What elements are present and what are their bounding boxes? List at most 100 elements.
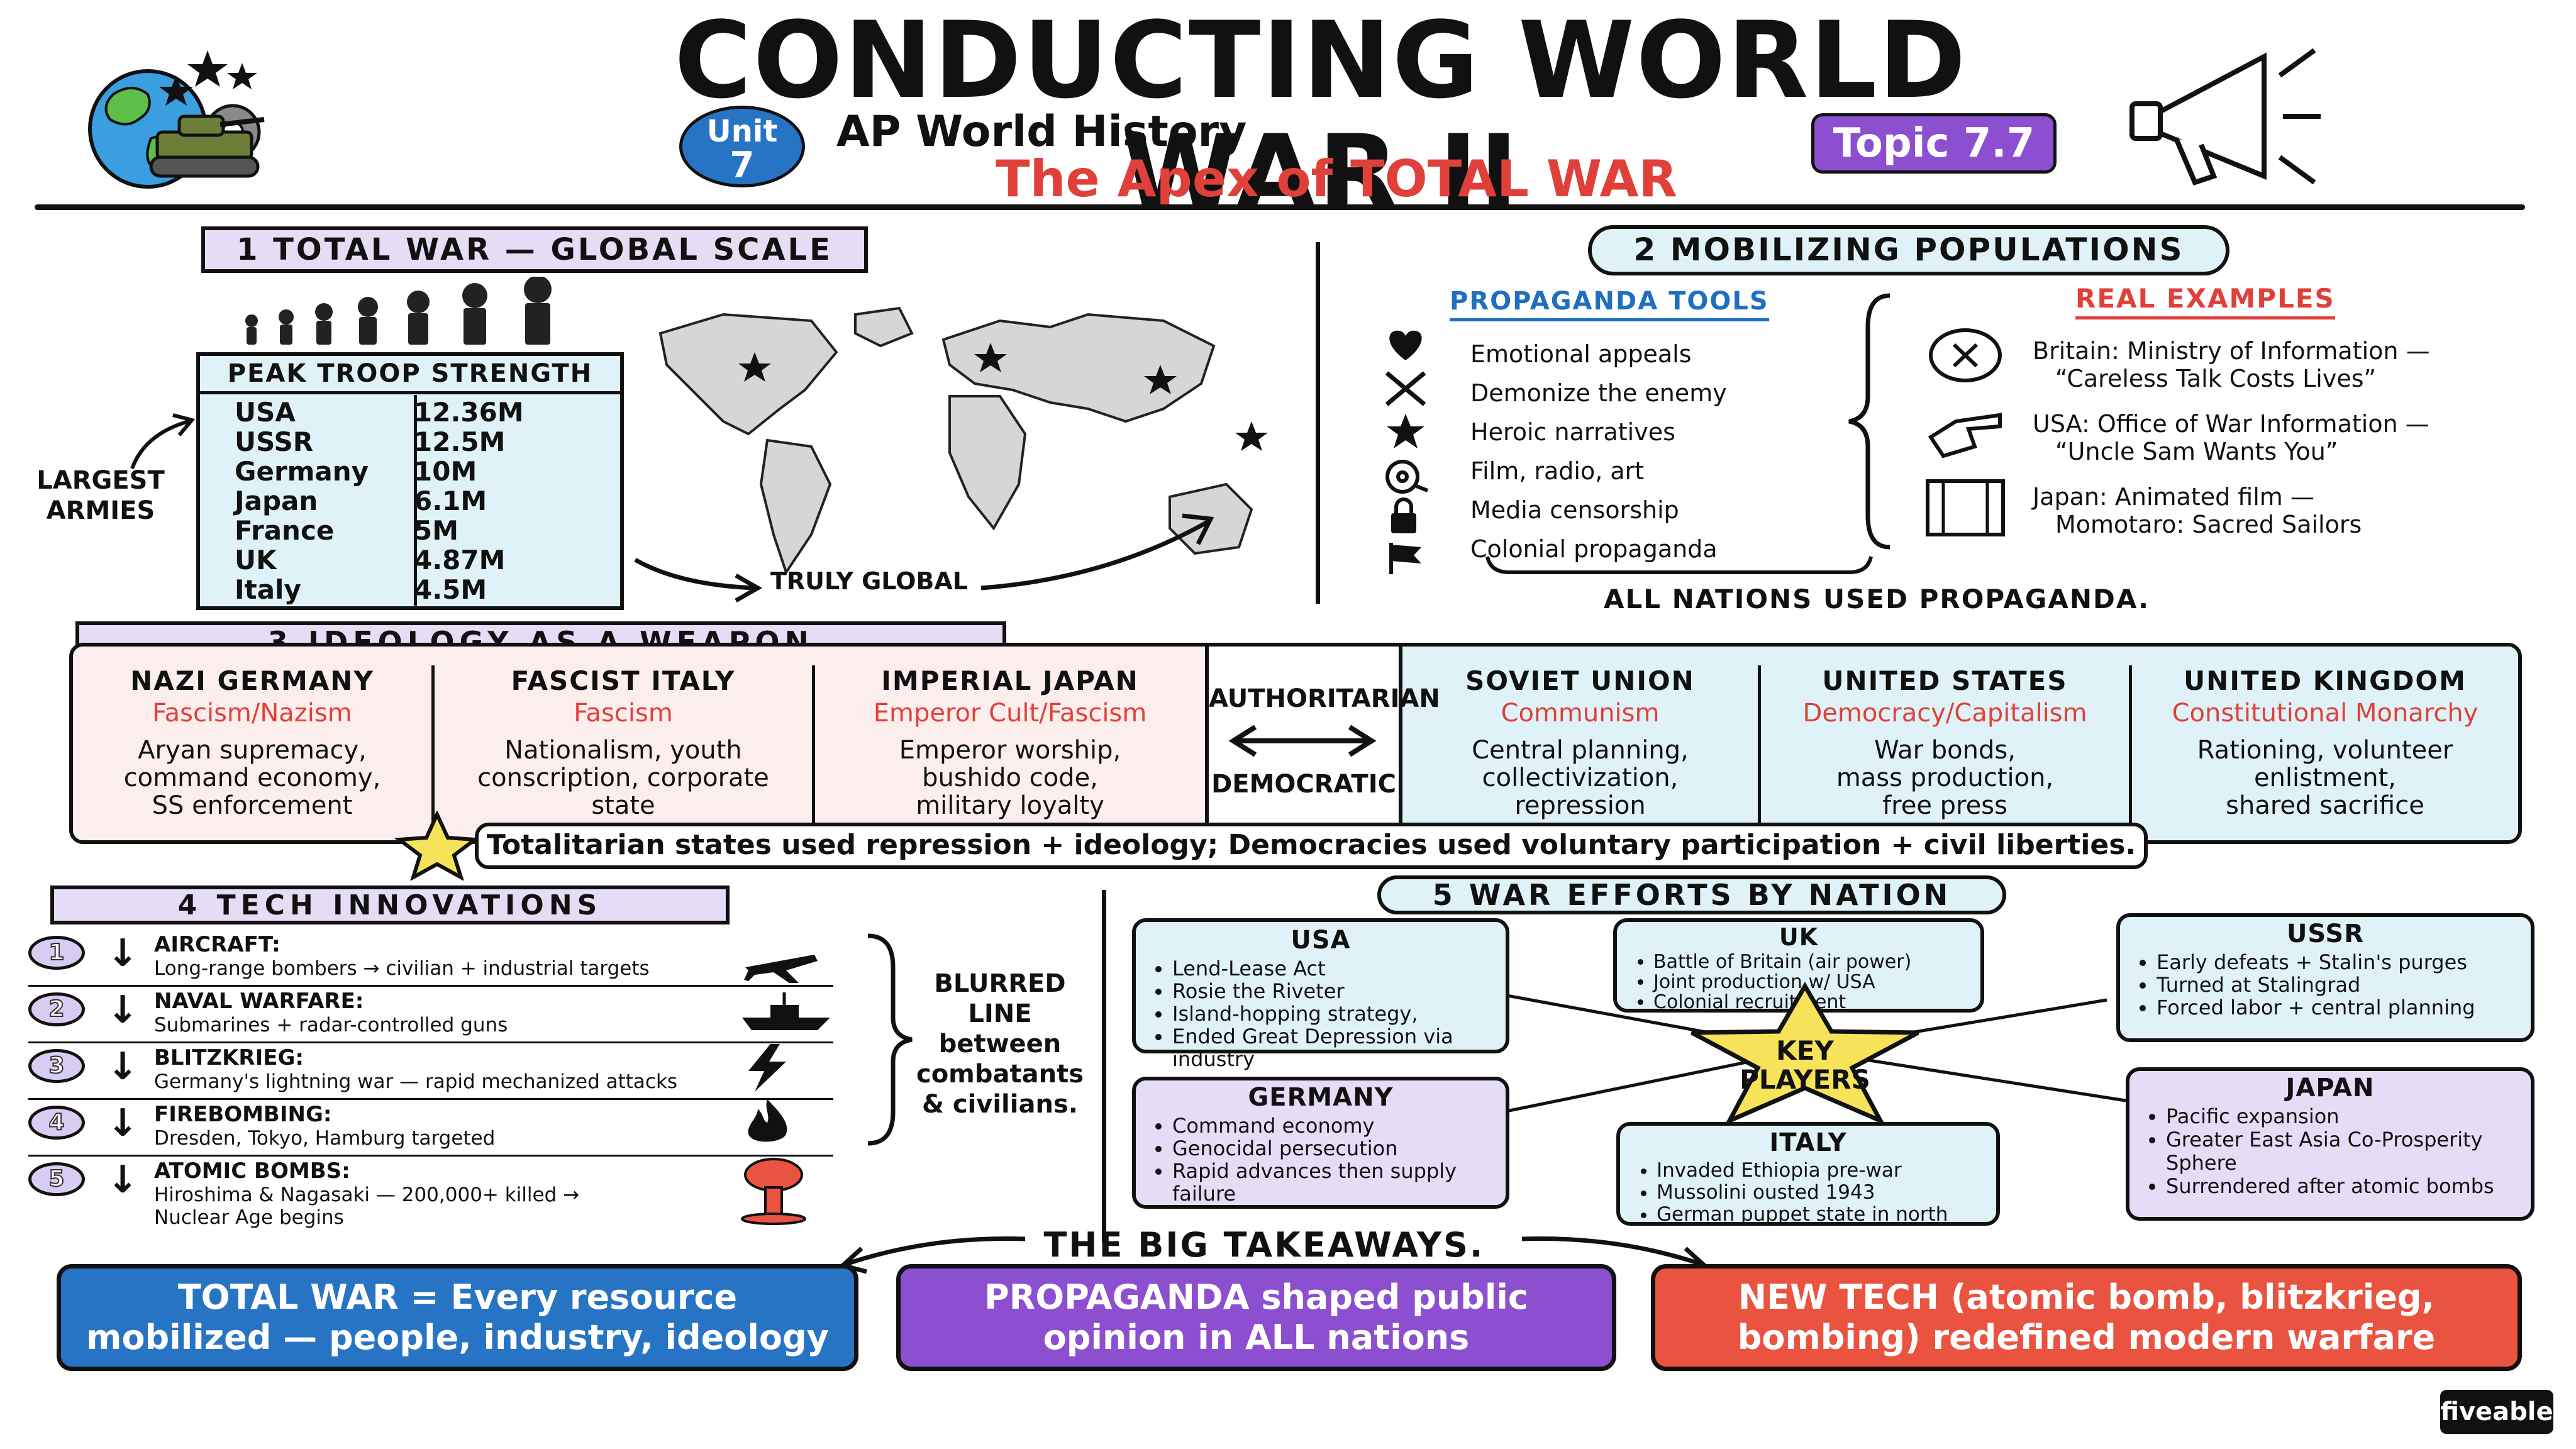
ideology-divider-right [1399, 647, 1402, 840]
nation-germany: GERMANY Command economyGenocidal persecu… [1132, 1077, 1509, 1209]
star-icon [1387, 414, 1424, 448]
nation-point: Early defeats + Stalin's purges [2157, 951, 2524, 974]
ideology-note: Totalitarian states used repression + id… [475, 823, 2148, 869]
note-star-icon [394, 811, 480, 880]
nation-japan: JAPAN Pacific expansionGreater East Asia… [2126, 1067, 2534, 1221]
propaganda-tool-item: Demonize the enemy [1470, 379, 1727, 407]
nation-usa-points: Lend-Lease ActRosie the RiveterIsland-ho… [1142, 957, 1499, 1070]
pointing-hand-icon [1928, 413, 2002, 458]
section-divider-vertical [1316, 242, 1320, 604]
section-divider-lower [1102, 890, 1106, 1242]
tech-number-badge: 2 [28, 992, 85, 1026]
nation-point: Lend-Lease Act [1172, 957, 1499, 980]
example-line1: Japan: Animated film — [2033, 483, 2314, 511]
blurred-line-text: combatants [916, 1060, 1084, 1089]
nation-point: Battle of Britain (air power) [1653, 952, 1974, 972]
ideology-description-line: Rationing, volunteer [2197, 736, 2453, 765]
nation-point: Command economy [1172, 1114, 1499, 1137]
ideology-type: Fascism [574, 699, 673, 728]
ideology-nation-name: SOVIET UNION [1465, 665, 1695, 696]
ideology-description: Aryan supremacy,command economy,SS enfor… [73, 736, 431, 819]
nation-ussr-points: Early defeats + Stalin's purgesTurned at… [2126, 951, 2524, 1019]
nation-japan-name: JAPAN [2285, 1074, 2375, 1102]
nation-point: Pacific expansion [2166, 1105, 2524, 1128]
ideology-nation-name: NAZI GERMANY [130, 665, 374, 696]
ideology-description-line: enlistment, [2253, 763, 2397, 792]
nation-usa: USA Lend-Lease ActRosie the RiveterIslan… [1132, 918, 1509, 1070]
troop-country: USA [235, 397, 296, 428]
troop-country: France [235, 515, 335, 546]
down-arrow-icon: ↓ [107, 931, 139, 975]
fiveable-logo[interactable]: fiveable [2440, 1390, 2553, 1434]
example-line2: “Careless Talk Costs Lives” [2055, 365, 2377, 392]
swords-icon [1385, 371, 1426, 406]
takeaway-total-war-line1: TOTAL WAR = Every resource [177, 1277, 738, 1317]
troop-count: 12.5M [414, 426, 506, 457]
double-arrow-icon [1228, 724, 1377, 757]
tech-title: FIREBOMBING: [154, 1102, 332, 1127]
topic-badge: Topic 7.7 [1811, 113, 2057, 174]
troop-table-divider [414, 395, 417, 606]
down-arrow-icon: ↓ [107, 1158, 139, 1202]
section2-banner: 2 MOBILIZING POPULATIONS [1588, 225, 2229, 275]
ideology-description-line: bushido code, [922, 763, 1098, 792]
ideology-description: Central planning,collectivization,repres… [1402, 736, 1758, 819]
spectrum-democratic: DEMOCRATIC [1211, 770, 1396, 799]
ideology-description-line: collectivization, [1482, 763, 1679, 792]
largest-armies-line2: ARMIES [46, 496, 155, 525]
flame-icon [739, 1096, 796, 1149]
tech-title: ATOMIC BOMBS: [154, 1158, 350, 1184]
example-item: Britain: Ministry of Information —“Carel… [2033, 337, 2548, 392]
tech-brace-icon [867, 933, 913, 1146]
example-line2: “Uncle Sam Wants You” [2055, 438, 2338, 465]
tech-text: FIREBOMBING:Dresden, Tokyo, Hamburg targ… [154, 1102, 758, 1150]
ideology-type: Constitutional Monarchy [2172, 699, 2479, 728]
troop-table-title: PEAK TROOP STRENGTH [200, 356, 620, 394]
nation-point: Mussolini ousted 1943 [1657, 1182, 1990, 1204]
example-item: USA: Office of War Information —“Uncle S… [2033, 410, 2548, 465]
troop-count: 4.5M [414, 574, 487, 605]
ideology-description: Emperor worship,bushido code,military lo… [815, 736, 1205, 819]
tech-title: AIRCRAFT: [154, 932, 280, 957]
ideology-description-line: repression [1514, 791, 1646, 820]
tech-description: Long-range bombers → civilian + industri… [154, 957, 650, 980]
unit-label: Unit [706, 114, 778, 149]
truly-global-label: TRULY GLOBAL [770, 567, 969, 595]
example-item: Japan: Animated film —Momotaro: Sacred S… [2033, 483, 2548, 538]
course-name: AP World History [836, 107, 1247, 157]
ideology-description-line: mass production, [1836, 763, 2054, 792]
ideology-description-line: conscription, corporate [477, 763, 769, 792]
lock-icon [1391, 497, 1416, 533]
largest-armies-line1: LARGEST [36, 466, 165, 495]
section4-banner: 4 TECH INNOVATIONS [50, 886, 730, 924]
ideology-description: War bonds,mass production,free press [1761, 736, 2129, 819]
troop-country: USSR [235, 426, 314, 457]
nation-uk-name: UK [1779, 923, 1819, 951]
ideology-nation-name: UNITED KINGDOM [2184, 665, 2467, 696]
heart-icon [1389, 330, 1422, 360]
ideology-description-line: Aryan supremacy, [138, 736, 367, 765]
ideology-description-line: Central planning, [1472, 736, 1689, 765]
flag-icon [1389, 543, 1421, 574]
megaphone-icon [2129, 48, 2321, 186]
warship-icon [739, 989, 833, 1036]
largest-armies-label: LARGEST ARMIES [31, 465, 170, 526]
page-title: CONDUCTING WORLD WAR II [674, 0, 1967, 235]
blurred-line-text: LINE [968, 999, 1032, 1028]
nation-point: Ended Great Depression via industry [1172, 1025, 1499, 1070]
world-map-icon [658, 306, 1268, 575]
propaganda-tool-item: Emotional appeals [1470, 340, 1692, 368]
